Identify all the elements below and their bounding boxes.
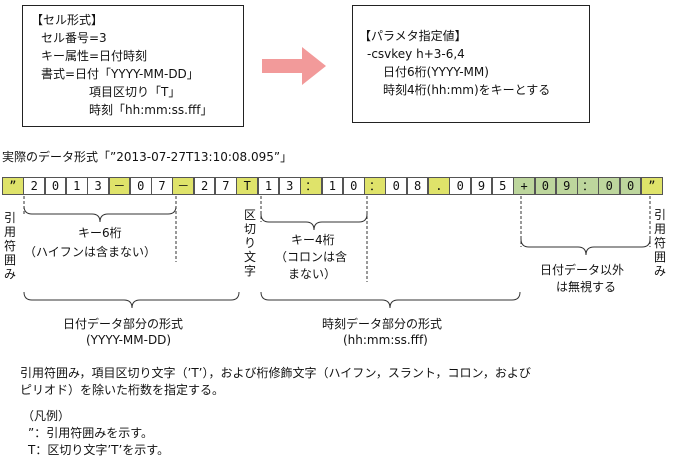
parameter-title: 【パラメタ指定値】: [359, 29, 467, 43]
format-date: 書式=日付「YYYY-MM-DD」: [41, 67, 199, 81]
key6-label: キー6桁: [78, 226, 122, 240]
parameter-csvkey: -csvkey h+3-6,4: [367, 47, 465, 61]
data-cell: ：: [577, 177, 599, 195]
data-cell: 2: [193, 177, 216, 195]
key4-note-line2: まない）: [288, 267, 337, 281]
cell-number: セル番号=3: [41, 31, 107, 45]
quote-right-label: 引用符囲み: [653, 208, 666, 278]
cell-format-box: 【セル形式】 セル番号=3 キー属性=日付時刻 書式=日付「YYYY-MM-DD…: [22, 5, 244, 127]
brace-time-part: [260, 291, 521, 309]
legend-title: （凡例）: [22, 409, 71, 423]
date-part-label: 日付データ部分の形式: [63, 317, 184, 331]
format-separator: 項目区切り「T」: [89, 85, 181, 99]
parameter-time-digits: 時刻4桁(hh:mm)をキーとする: [383, 83, 551, 97]
data-cell: －: [172, 177, 195, 195]
time-part-label: 時刻データ部分の形式: [322, 317, 443, 331]
data-cell: ”: [2, 177, 24, 195]
ignore-label-line1: 日付データ以外: [540, 263, 625, 277]
brace-key6: [23, 205, 177, 223]
key6-note: （ハイフンは含まない）: [24, 245, 157, 259]
data-cell: ：: [300, 177, 322, 195]
data-cell: ”: [641, 177, 663, 195]
legend-separator: T：区切り文字’T’を示す。: [28, 443, 170, 457]
brace-ignore: [520, 238, 651, 256]
parameter-box: 【パラメタ指定値】 -csvkey h+3-6,4 日付6桁(YYYY-MM) …: [352, 5, 590, 123]
note-line2: ピリオド）を除いた桁数を指定する。: [20, 383, 225, 397]
data-cell: +: [513, 177, 535, 195]
data-cell: －: [108, 177, 131, 195]
data-cell: T: [236, 177, 259, 195]
key4-note-line1: （コロンは含: [275, 250, 348, 264]
note-line1: 引用符囲み，項目区切り文字（’T’），および桁修飾文字（ハイフン，スラント，コロ…: [20, 366, 531, 380]
legend-quote: ”：引用符囲みを示す。: [28, 426, 154, 440]
key-attribute: キー属性=日付時刻: [41, 49, 148, 63]
format-time: 時刻「hh:mm:ss.fff」: [89, 103, 213, 117]
cell-format-title: 【セル形式】: [31, 13, 104, 27]
brace-key4: [260, 213, 368, 231]
data-cell: 0: [619, 177, 642, 195]
data-format-label: 実際のデータ形式「”2013-07-27T13:10:08.095”」: [2, 150, 293, 164]
quote-left-label: 引用符囲み: [3, 211, 16, 281]
ignore-label-line2: は無視する: [556, 280, 617, 294]
date-format-label: (YYYY-MM-DD): [86, 333, 172, 347]
separator-label: 区切り文字: [243, 208, 256, 278]
data-cell: 3: [87, 177, 109, 195]
brace-date-part: [23, 291, 240, 309]
key4-label: キー4桁: [291, 233, 335, 247]
data-cell: 8: [406, 177, 429, 195]
right-arrow-icon: [262, 47, 326, 85]
time-format-label: (hh:mm:ss.fff): [343, 333, 428, 347]
parameter-date-digits: 日付6桁(YYYY-MM): [383, 65, 489, 79]
